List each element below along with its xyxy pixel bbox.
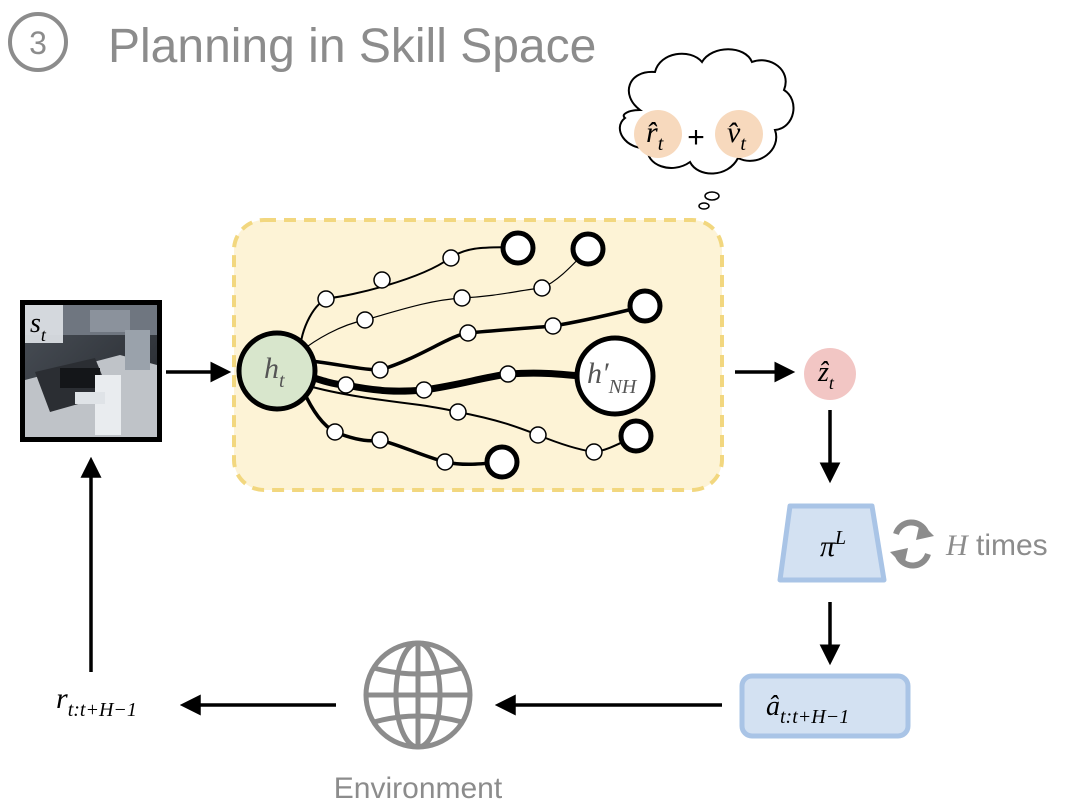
start-node [236, 330, 318, 412]
leaf-node [618, 418, 654, 454]
waypoint-node [371, 431, 389, 449]
waypoint-node [356, 311, 374, 329]
leaf-nodes [484, 230, 663, 480]
repeat-label: H times [945, 529, 1048, 562]
waypoint-node [415, 381, 433, 399]
waypoint-node [317, 290, 335, 308]
policy-block [777, 503, 887, 583]
policy-label: πL [820, 527, 846, 563]
leaf-node [570, 231, 606, 267]
leaf-node [627, 288, 663, 324]
waypoint-nodes [317, 249, 603, 471]
actions: ât:t+H−1 [739, 673, 911, 739]
leaf-node [484, 444, 520, 480]
waypoint-node [585, 443, 603, 461]
reward-term-bg [634, 110, 682, 158]
waypoint-node [459, 324, 477, 342]
rewards-label: rt:t+H−1 [56, 682, 137, 721]
start-node-label: ht [264, 352, 285, 392]
skill-latent: ẑt [804, 348, 856, 400]
leaf-node [500, 230, 536, 266]
waypoint-node [533, 279, 551, 297]
skill-tree: h′NH ht [236, 230, 663, 480]
title-group: 3 Planning in Skill Space [8, 12, 596, 73]
low-level-policy: πL H times [777, 503, 1048, 583]
repeat-icon-arrow [916, 522, 934, 540]
skill-latent-label: ẑt [817, 357, 835, 393]
bubble-dot [704, 191, 720, 201]
plus-sign: + [687, 121, 705, 154]
actions-box [739, 673, 911, 739]
waypoint-node [453, 289, 471, 307]
bubble-dot [698, 202, 710, 210]
waypoint-node [544, 317, 562, 335]
repeat-icon-arrow [890, 548, 908, 566]
thought-bubble: r̂t + v̂t [619, 48, 795, 210]
step-number: 3 [29, 25, 47, 61]
value-term-bg [715, 110, 763, 158]
end-node [574, 335, 656, 417]
waypoint-node [326, 423, 344, 441]
state-label: st [30, 308, 47, 345]
value-term: v̂t [727, 116, 746, 155]
step-number-badge [8, 12, 68, 72]
waypoint-node [449, 403, 467, 421]
planner-box [232, 218, 724, 492]
environment: Environment [334, 640, 503, 805]
waypoint-node [442, 249, 460, 267]
globe-icon [363, 640, 473, 750]
end-node-label: h′NH [587, 357, 638, 398]
waypoint-node [371, 361, 389, 379]
state-label-box [25, 305, 63, 343]
cloud-shape [619, 48, 795, 175]
waypoint-node [499, 365, 517, 383]
waypoint-node [529, 426, 547, 444]
waypoint-node [373, 271, 391, 289]
waypoint-node [436, 453, 454, 471]
waypoint-node [337, 376, 355, 394]
actions-label: ât:t+H−1 [766, 691, 849, 728]
environment-label: Environment [334, 772, 503, 805]
state-image: st [20, 300, 162, 442]
skill-latent-node [804, 348, 856, 400]
page-title: Planning in Skill Space [108, 20, 596, 73]
reward-term: r̂t [646, 116, 664, 155]
